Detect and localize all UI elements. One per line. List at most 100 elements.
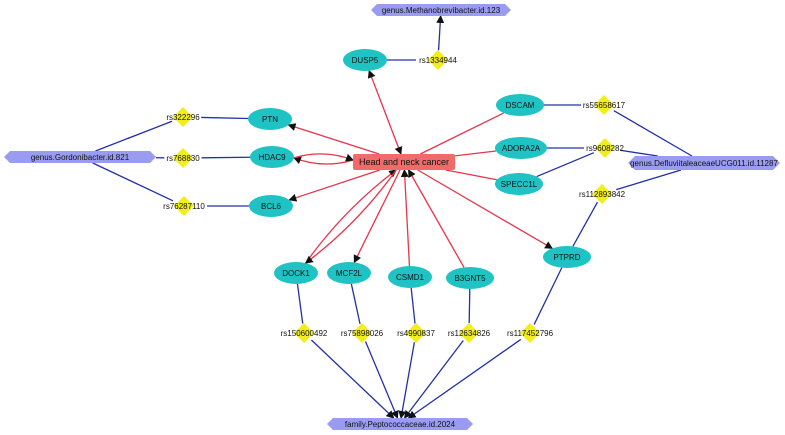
node-label-adora2a: ADORA2A [502, 144, 541, 153]
node-label-rs768830: rs768830 [166, 154, 200, 163]
snp-shape [459, 323, 479, 343]
nodes-layer: Head and neck cancerDUSP5PTNHDAC9BCL6DSC… [4, 4, 780, 430]
node-label-ptprd: PTPRD [553, 253, 580, 262]
node-label-rs12634826: rs12634826 [448, 329, 491, 338]
edge-rs75898026-to-peptococcaceae [364, 341, 399, 419]
node-dock1: DOCK1 [274, 262, 318, 284]
node-bcl6: BCL6 [249, 195, 293, 217]
microbe-shape [628, 156, 780, 170]
node-rs117452796: rs117452796 [507, 323, 554, 343]
node-b3gnt5: B3GNT5 [446, 267, 494, 289]
node-label-csmd1: CSMD1 [396, 273, 425, 282]
edge-dock1-to-hnc [305, 169, 398, 264]
gene-shape [343, 49, 387, 71]
edge-csmd1-to-rs4990837 [410, 287, 416, 324]
edge-hnc-to-hdac9 [293, 156, 354, 165]
node-label-mcf2l: MCF2L [336, 269, 363, 278]
node-dscam: DSCAM [496, 94, 544, 116]
snp-shape [406, 323, 426, 343]
node-rs9608282: rs9608282 [586, 138, 624, 158]
node-label-peptococcaceae: family.Peptococcaceae.id.2024 [345, 420, 456, 429]
edge-rs117452796-to-peptococcaceae [407, 338, 522, 419]
node-rs112893842: rs112893842 [579, 184, 626, 204]
node-rs12634826: rs12634826 [448, 323, 491, 343]
node-ptn: PTN [248, 108, 292, 130]
gene-shape [495, 173, 543, 195]
edge-mcf2l-to-rs75898026 [350, 283, 361, 324]
edge-dock1-to-rs150600492 [296, 283, 304, 324]
node-label-gordonibacter: genus.Gordonibacter.id.821 [31, 153, 130, 162]
node-rs75898026: rs75898026 [341, 323, 384, 343]
edge-hnc-to-dock1 [304, 169, 397, 264]
node-gordonibacter: genus.Gordonibacter.id.821 [4, 151, 156, 163]
node-label-rs322296: rs322296 [166, 113, 200, 122]
node-label-dscam: DSCAM [506, 101, 535, 110]
snp-shape [173, 148, 193, 168]
node-adora2a: ADORA2A [495, 137, 547, 159]
edge-specc1l-to-rs9608282 [536, 152, 595, 178]
gene-shape [249, 195, 293, 217]
edges-layer [92, 15, 693, 419]
edge-hnc-to-dscam [419, 112, 504, 155]
snp-shape [595, 138, 615, 158]
node-rs1334944: rs1334944 [419, 50, 457, 70]
microbe-shape [4, 151, 156, 163]
edge-rs4990837-to-peptococcaceae [398, 342, 416, 419]
edge-hdac9-to-hnc [293, 153, 354, 162]
node-label-rs55658617: rs55658617 [583, 101, 626, 110]
edge-rs112893842-to-ptprd [572, 201, 599, 247]
node-label-defluviitaleaceae: genus.DefluviitaleaceaeUCG011.id.11287 [630, 159, 778, 168]
node-label-methanobrevibacter: genus.Methanobrevibacter.id.123 [382, 6, 501, 15]
edge-rs322296-to-ptn [201, 116, 249, 120]
edge-hnc-to-mcf2l [353, 169, 401, 264]
gene-shape [388, 266, 432, 288]
node-label-rs9608282: rs9608282 [586, 144, 624, 153]
node-rs4990837: rs4990837 [397, 323, 435, 343]
node-specc1l: SPECC1L [495, 173, 543, 195]
edge-gordonibacter-to-rs322296 [95, 120, 173, 152]
edge-rs12634826-to-peptococcaceae [403, 340, 464, 419]
node-label-hnc: Head and neck cancer [359, 157, 449, 167]
edge-csmd1-to-hnc [400, 169, 411, 267]
disease-shape [353, 154, 455, 170]
node-label-rs150600492: rs150600492 [281, 329, 328, 338]
node-peptococcaceae: family.Peptococcaceae.id.2024 [327, 418, 473, 430]
node-label-b3gnt5: B3GNT5 [454, 274, 486, 283]
node-label-rs76287110: rs76287110 [163, 202, 205, 211]
node-rs150600492: rs150600492 [281, 323, 328, 343]
node-hnc: Head and neck cancer [353, 154, 455, 170]
node-label-bcl6: BCL6 [261, 202, 282, 211]
gene-shape [274, 262, 318, 284]
node-csmd1: CSMD1 [388, 266, 432, 288]
node-ptprd: PTPRD [543, 246, 591, 268]
edge-gordonibacter-to-rs76287110 [92, 162, 174, 202]
node-label-specc1l: SPECC1L [501, 180, 538, 189]
gene-shape [543, 246, 591, 268]
snp-shape [592, 184, 612, 204]
edge-hnc-to-adora2a [454, 150, 497, 157]
gene-shape [446, 267, 494, 289]
gene-shape [495, 137, 547, 159]
snp-shape [173, 107, 193, 127]
node-label-rs112893842: rs112893842 [579, 190, 626, 199]
node-mcf2l: MCF2L [327, 262, 371, 284]
node-label-rs4990837: rs4990837 [397, 329, 435, 338]
node-label-dock1: DOCK1 [282, 269, 310, 278]
node-methanobrevibacter: genus.Methanobrevibacter.id.123 [371, 4, 511, 16]
microbe-shape [327, 418, 473, 430]
node-rs55658617: rs55658617 [583, 95, 626, 115]
edge-rs150600492-to-peptococcaceae [310, 339, 395, 419]
gene-shape [327, 262, 371, 284]
node-label-rs117452796: rs117452796 [507, 329, 554, 338]
edge-ptprd-to-rs117452796 [533, 267, 563, 325]
edge-b3gnt5-to-hnc [407, 169, 465, 268]
snp-shape [352, 323, 372, 343]
edge-rs1334944-to-methanobrevibacter [436, 15, 445, 51]
gene-shape [496, 94, 544, 116]
gene-shape [248, 108, 292, 130]
node-dusp5: DUSP5 [343, 49, 387, 71]
snp-shape [428, 50, 448, 70]
snp-shape [174, 196, 194, 216]
gene-shape [250, 146, 294, 168]
